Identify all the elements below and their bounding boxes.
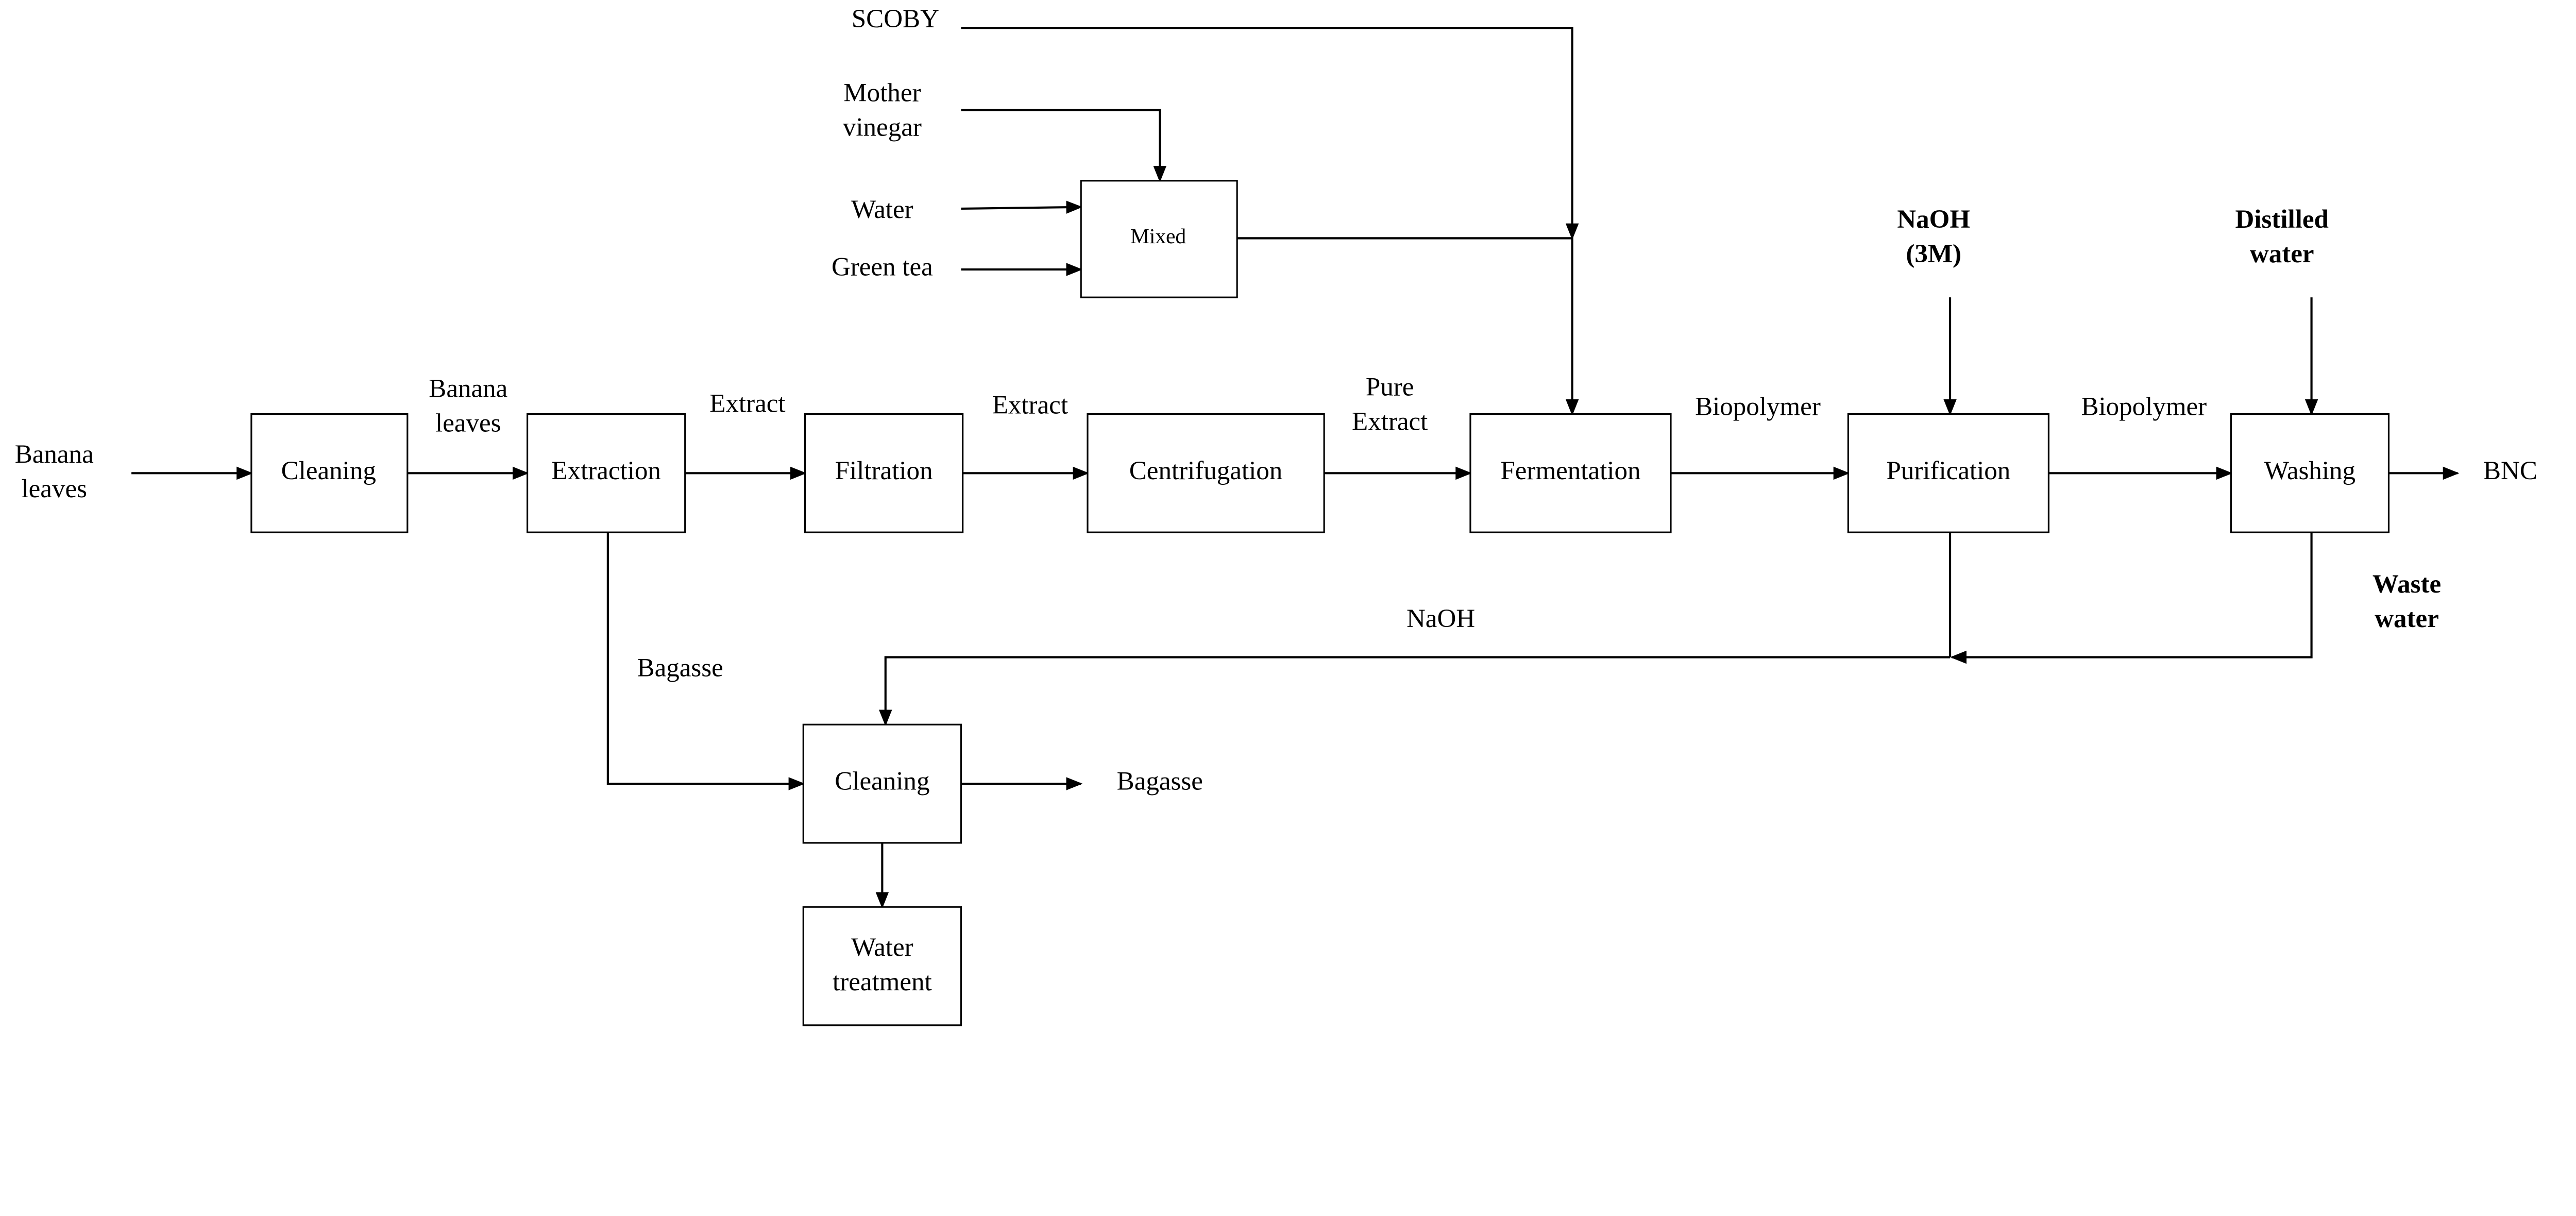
label-distilled-water: Distilled [2235,205,2328,234]
box-label: Water [851,933,913,962]
label-banana-leaves-stream: Banana [429,375,507,403]
label-biopolymer-2: Biopolymer [2081,393,2207,421]
box-purification: Purification [1847,413,2049,533]
label-waste-water: Waste [2372,570,2441,599]
box-label: Purification [1886,457,2010,485]
label-naoh-3m: NaOH [1897,205,1970,234]
label-distilled-water-2: water [2250,240,2314,268]
box-label: Extraction [551,457,660,485]
box-label: Centrifugation [1129,457,1283,485]
arrow-bagasse-to-cleaning [606,532,805,790]
label-banana-leaves-input: Banana [15,440,94,469]
arrow-water [961,200,1083,214]
label-water: Water [851,195,913,224]
box-centrifugation: Centrifugation [1087,413,1325,533]
box-cleaning: Cleaning [250,413,409,533]
box-mixed: Mixed [1080,180,1238,298]
arrow-waste-water [1950,532,2313,664]
label-banana-leaves-stream-2: leaves [435,409,501,438]
label-waste-water-2: water [2375,604,2439,633]
label-naoh: NaOH [1406,604,1475,633]
label-bagasse-stream: Bagasse [637,654,723,683]
label-bagasse-out: Bagasse [1117,767,1203,796]
box-label: Washing [2264,457,2355,485]
box-label: Mixed [1130,224,1186,248]
label-extract-2: Extract [992,391,1068,420]
box-label: Fermentation [1500,457,1640,485]
label-bnc: BNC [2483,457,2537,485]
box-filtration: Filtration [804,413,964,533]
process-flow-diagram: Cleaning Extraction Filtration Centrifug… [15,5,2537,1026]
box-washing: Washing [2230,413,2390,533]
box-extraction: Extraction [526,413,686,533]
label-extract-1: Extract [709,389,785,418]
box-fermentation: Fermentation [1469,413,1672,533]
box-water-treatment: Water treatment [802,906,962,1026]
arrow-scoby [961,27,1579,240]
label-pure-extract: Pure [1366,373,1414,401]
box-label: Cleaning [835,767,929,796]
label-mother-vinegar: Mother [843,79,921,108]
arrow-naoh-to-cleaning [878,656,1951,727]
label-naoh-3m-2: (3M) [1906,240,1961,268]
label-scoby: SCOBY [852,5,939,33]
box-label: Cleaning [281,457,376,485]
box-label: treatment [833,968,932,997]
box-cleaning-bagasse: Cleaning [802,723,962,844]
label-biopolymer-1: Biopolymer [1695,393,1821,421]
flow-arrows [131,27,2460,909]
label-banana-leaves-input-2: leaves [21,475,87,503]
label-mother-vinegar-2: vinegar [843,113,922,142]
stream-labels: Banana leaves Banana leaves Extract Extr… [15,5,2537,796]
label-pure-extract-2: Extract [1352,407,1428,436]
label-green-tea: Green tea [832,253,933,282]
arrow-mother-vinegar [961,109,1167,182]
box-label: Filtration [835,457,933,485]
